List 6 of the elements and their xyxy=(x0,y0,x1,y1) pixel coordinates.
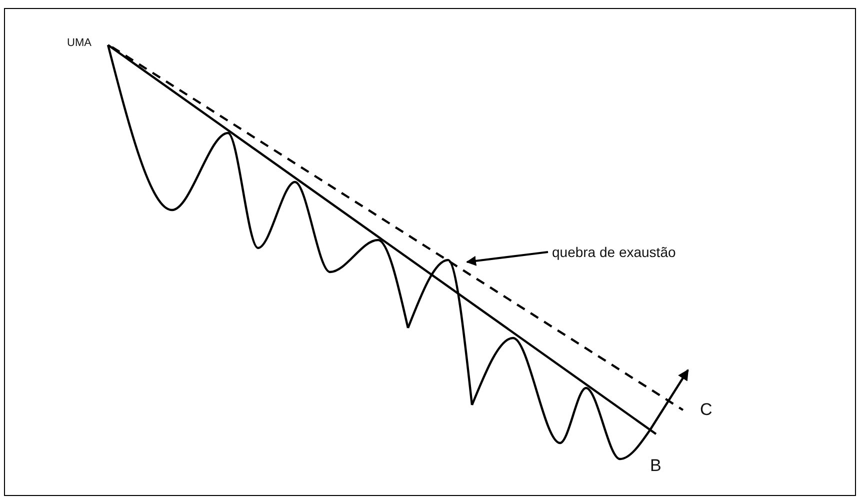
leader-arrow xyxy=(466,251,548,266)
point-label: UMA xyxy=(67,38,92,49)
breakout-wave-segment xyxy=(406,258,474,406)
annotation-text: quebra de exaustão xyxy=(552,245,676,259)
line-label: B xyxy=(650,457,662,474)
line-label: C xyxy=(700,401,712,418)
